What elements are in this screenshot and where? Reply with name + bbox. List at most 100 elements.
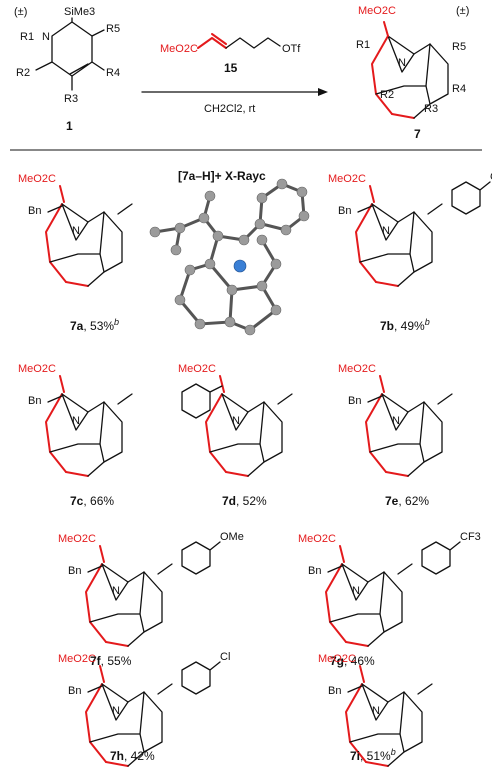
aryl-substituent-label: CF3 [460, 531, 481, 543]
ester-bond [99, 665, 105, 683]
reagent-chain-red [197, 33, 227, 49]
ester-bond [339, 545, 345, 563]
compound-7i-ester: MeO2C [318, 653, 356, 665]
compound-7i-caption: 7i, 51%b [350, 747, 396, 763]
compound-7b: MeO2CNBnCF37b, 49%b [328, 171, 492, 333]
product-ester-label: MeO2C [358, 5, 396, 17]
ester-bond [359, 665, 365, 683]
product-r4-label: R4 [452, 83, 466, 95]
n-substituent-label: Bn [338, 205, 351, 217]
compound-id: 7e [385, 494, 399, 508]
ester-bond [219, 375, 225, 393]
compound-7g-ester: MeO2C [298, 533, 336, 545]
compound-id: 7i [350, 749, 360, 763]
compound-7c-ester: MeO2C [18, 363, 56, 375]
nitrogen-label: N [352, 585, 360, 597]
n-substituent-label: Bn [68, 565, 81, 577]
n-substituent-label: Bn [28, 205, 41, 217]
compound-7h-caption: 7h, 42% [110, 749, 155, 763]
compound-7b-caption: 7b, 49%b [380, 317, 430, 333]
methyl-bond [427, 203, 443, 215]
nitrogen-label: N [72, 415, 80, 427]
compound-7d-ester: MeO2C [178, 363, 216, 375]
compound-7g-caption: 7g, 46% [330, 654, 375, 668]
compound-7a-ester: MeO2C [18, 173, 56, 185]
compound-7f: MeO2C N Bn OMe 7f, 55% [58, 531, 244, 668]
r5-label: R5 [106, 23, 120, 35]
compound-yield: , 51% [360, 749, 391, 763]
ester-bond [99, 545, 105, 563]
methyl-bond [157, 683, 173, 695]
n-substituent-label: Bn [348, 395, 361, 407]
r1-label: R1 [20, 31, 34, 43]
compound-7e-ester: MeO2C [338, 363, 376, 375]
bicyclic-core [325, 563, 403, 647]
methyl-bond [157, 563, 173, 575]
compound-7a-caption: 7a, 53%b [70, 317, 119, 333]
product-n-label: N [398, 57, 406, 69]
compound-7f-caption: 7f, 55% [90, 654, 132, 668]
compound-yield: , 52% [236, 494, 267, 508]
methyl-bond [117, 203, 133, 215]
sime3-label: SiMe3 [64, 6, 95, 18]
compound-id: 7b [380, 319, 394, 333]
compound-7f-ester: MeO2C [58, 533, 96, 545]
reagent-ester-label: MeO2C [160, 43, 198, 55]
bicyclic-core [355, 203, 433, 287]
aryl-substituent-label: OMe [220, 531, 244, 543]
ester-bond [59, 185, 65, 203]
aryl-ring [451, 181, 491, 215]
nitrogen-label: N [112, 705, 120, 717]
xray-nitrogen-atom [233, 259, 247, 273]
ester-bond [369, 185, 375, 203]
compound-yield: , 53% [83, 319, 114, 333]
xray-atoms [149, 178, 310, 336]
methyl-bond [397, 563, 413, 575]
compound-7d-caption: 7d, 52% [222, 494, 267, 508]
compound-footnote: b [391, 747, 396, 757]
compound-id: 7d [222, 494, 236, 508]
bicyclic-core [365, 393, 443, 477]
product-r1-label: R1 [356, 39, 370, 51]
compound-id: 7g [330, 654, 344, 668]
compound-id: 7h [110, 749, 124, 763]
ester-bond [59, 375, 65, 393]
methyl-bond [417, 683, 433, 695]
nitrogen-label: N [382, 225, 390, 237]
reagent-otf-label: OTf [282, 43, 301, 55]
compound-id: 7a [70, 319, 84, 333]
aryl-ring [181, 661, 221, 695]
compound-7b-ester: MeO2C [328, 173, 366, 185]
product-7-number: 7 [414, 127, 421, 141]
xray-structure: [7a–H]+ X-Rayc [149, 169, 310, 336]
bicyclic-core [85, 563, 163, 647]
compound-yield: , 55% [101, 654, 132, 668]
methyl-bond [117, 393, 133, 405]
n-substituent-label: Bn [328, 685, 341, 697]
reagent-15-number: 15 [224, 61, 238, 75]
aryl-substituent-label: Cl [220, 651, 230, 663]
top-reaction-scheme: (±) SiMe3 N R1 R5 R4 R2 R3 1 MeO2C OTf 1… [14, 5, 469, 141]
reagent-chain-black [225, 37, 281, 49]
bicyclic-core [45, 203, 123, 287]
racemic-label-left: (±) [14, 6, 27, 18]
methyl-bond [437, 393, 453, 405]
ester-bond [379, 375, 385, 393]
compound-1-number: 1 [66, 119, 73, 133]
n-substituent-label: Bn [28, 395, 41, 407]
nitrogen-label: N [112, 585, 120, 597]
product-r5-label: R5 [452, 41, 466, 53]
compound-yield: , 42% [124, 749, 155, 763]
nitrogen-label: N [392, 415, 400, 427]
racemic-label-right: (±) [456, 5, 469, 17]
compound-yield: , 46% [344, 654, 375, 668]
n-substituent-label: Bn [68, 685, 81, 697]
bicyclic-core [205, 393, 283, 477]
dihydropyridine-ring [51, 21, 93, 77]
